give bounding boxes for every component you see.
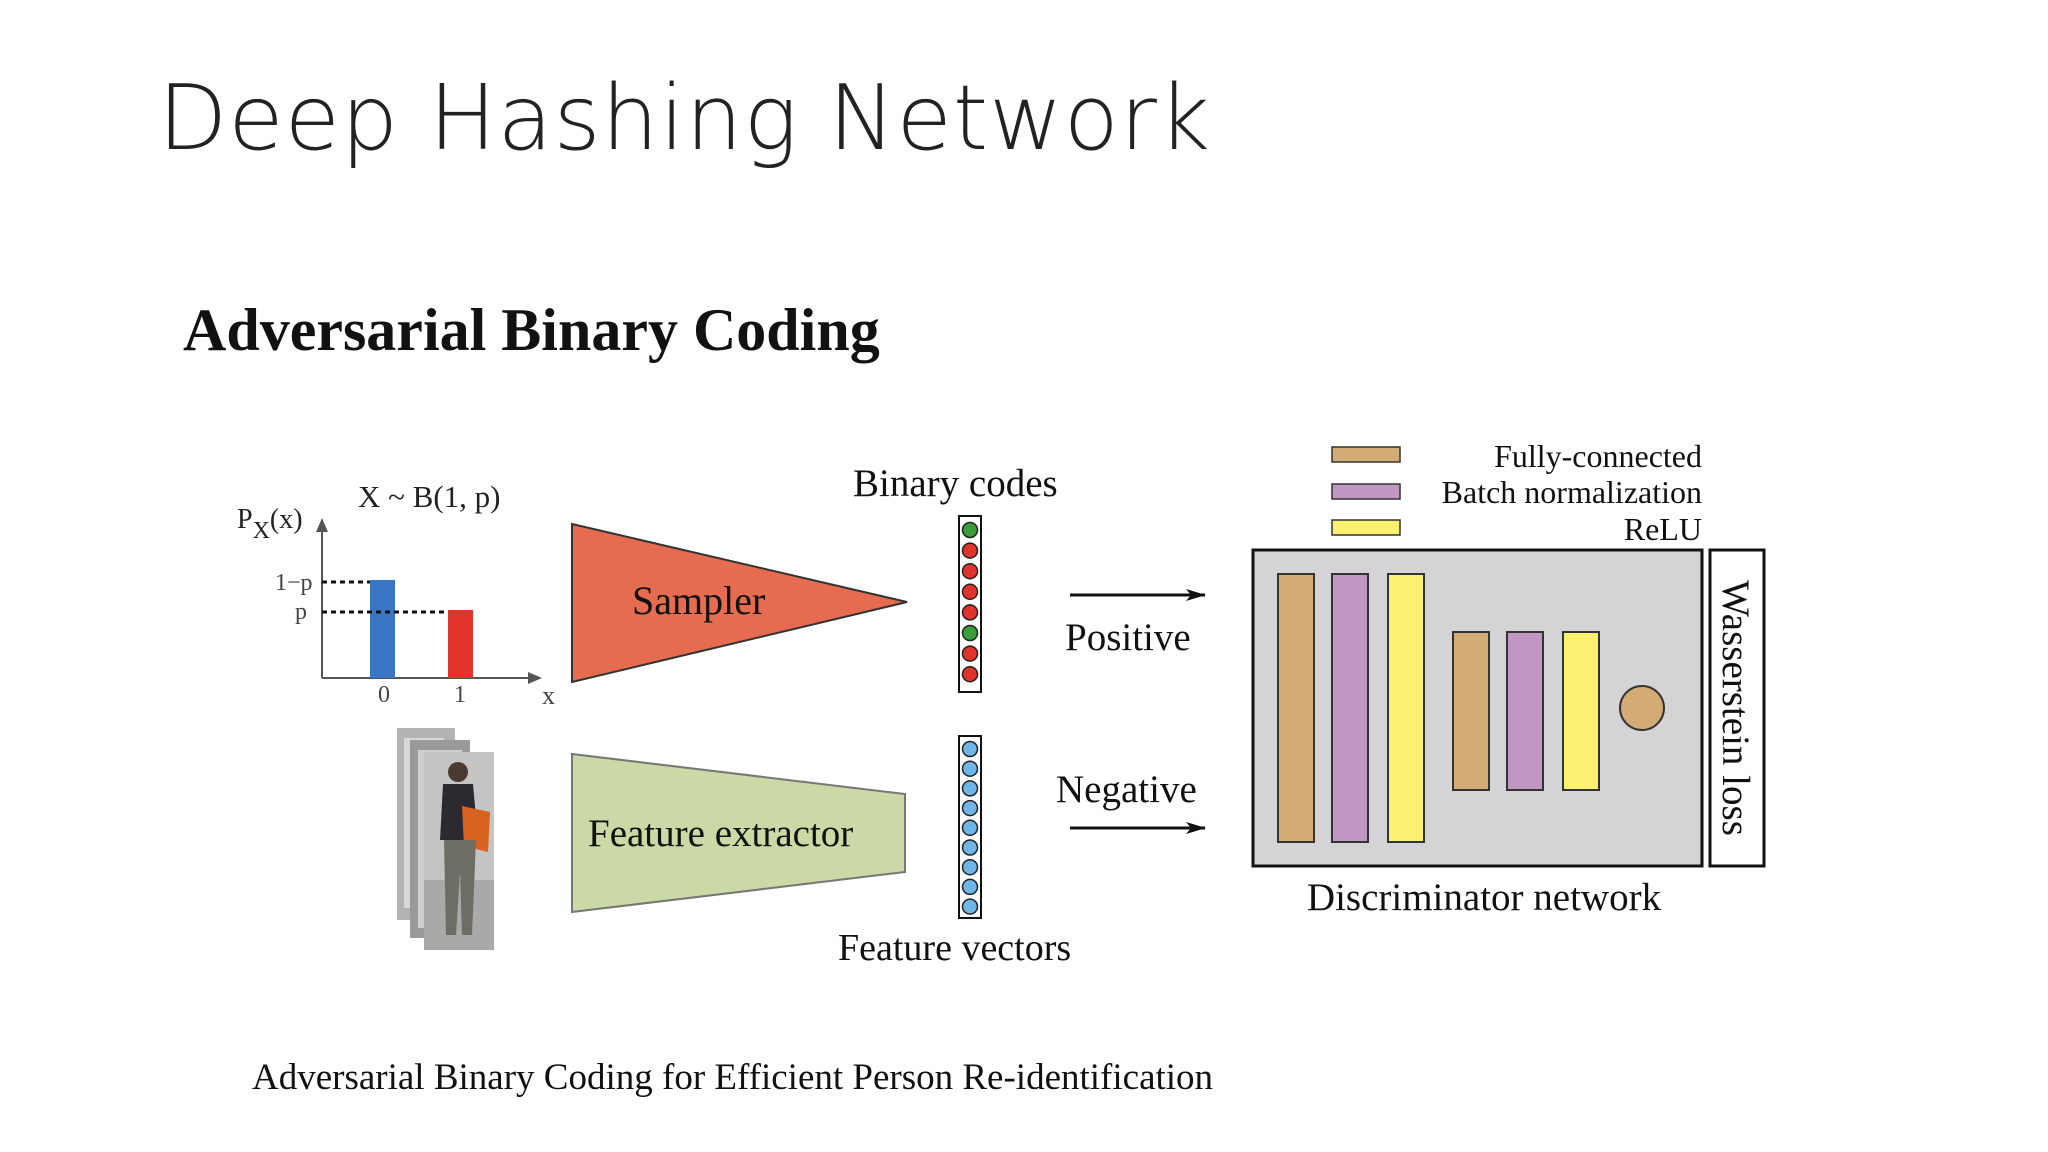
- bar-category-1: [448, 610, 473, 678]
- feature-vector-dots: [961, 740, 979, 915]
- slide-subtitle: Adversarial Binary Coding: [183, 297, 880, 363]
- legend-label-batch-normalization: Batch normalization: [1442, 474, 1702, 510]
- feature-vector-dot: [961, 799, 979, 817]
- binary-codes-label: Binary codes: [853, 462, 1058, 505]
- binary-code-dot: [961, 521, 979, 539]
- feature-vector-dot: [961, 819, 979, 837]
- negative-label: Negative: [1056, 768, 1197, 811]
- person-image-stack: [397, 728, 494, 950]
- feature-vector-dot: [961, 878, 979, 896]
- feature-vector-dot: [961, 760, 979, 777]
- y-axis-arrow-icon: [316, 518, 328, 532]
- binary-code-dots: [961, 521, 979, 683]
- discriminator-layer-fc-1: [1277, 573, 1315, 843]
- binary-code-dot: [961, 562, 979, 580]
- sampler-label: Sampler: [632, 578, 765, 623]
- feature-vector-dot: [961, 780, 979, 797]
- binary-code-dot: [961, 583, 979, 601]
- bar-category-0: [370, 580, 395, 678]
- distribution-formula: X ~ B(1, p): [358, 479, 500, 514]
- discriminator-output-node: [1619, 685, 1665, 731]
- tick-label-0: 0: [378, 682, 390, 708]
- binary-code-dot: [961, 542, 979, 559]
- binary-code-dot: [961, 645, 979, 662]
- slide-title: Deep Hashing Network: [158, 66, 1211, 171]
- layer-legend: Fully-connected Batch normalization ReLU: [1331, 438, 1702, 547]
- legend-swatch-fully-connected: [1331, 446, 1401, 463]
- person-head: [448, 762, 468, 782]
- feature-extractor-label: Feature extractor: [588, 812, 853, 855]
- tick-label-p: p: [295, 599, 307, 625]
- feature-vector-dot: [961, 839, 979, 856]
- tick-label-1mp: 1−p: [275, 570, 313, 596]
- sampler-block: [571, 522, 908, 684]
- wasserstein-loss-box: [1708, 548, 1766, 868]
- feature-vector-dot: [961, 740, 979, 758]
- y-axis-label: PX(x): [237, 504, 303, 544]
- discriminator-layer-bn-1: [1331, 573, 1369, 843]
- discriminator-layer-relu-2: [1562, 631, 1600, 791]
- legend-swatch-batch-normalization: [1331, 483, 1401, 500]
- tick-label-1: 1: [454, 682, 466, 708]
- feature-vectors-label: Feature vectors: [838, 927, 1071, 969]
- discriminator-layer-bn-2: [1506, 631, 1544, 791]
- person-image-front-floor: [424, 880, 494, 950]
- x-axis-arrow-icon: [528, 672, 542, 684]
- legend-label-relu: ReLU: [1624, 511, 1702, 547]
- discriminator-layer-relu-1: [1387, 573, 1425, 843]
- positive-label: Positive: [1065, 616, 1191, 659]
- feature-vector-dot: [961, 898, 979, 915]
- discriminator-network-label: Discriminator network: [1307, 876, 1662, 919]
- person-legs: [444, 840, 476, 935]
- binary-code-dot: [961, 624, 979, 642]
- wasserstein-loss-label: Wasserstein loss: [1714, 580, 1757, 836]
- bernoulli-distribution-plot: PX(x) X ~ B(1, p) 1−p p 0 1 x: [237, 479, 555, 710]
- legend-label-fully-connected: Fully-connected: [1494, 438, 1702, 474]
- legend-swatch-relu: [1331, 519, 1401, 536]
- binary-code-dot: [961, 604, 979, 621]
- binary-code-dot: [961, 665, 979, 683]
- paper-citation: Adversarial Binary Coding for Efficient …: [252, 1057, 1214, 1098]
- feature-extractor-block: [571, 752, 906, 914]
- feature-vector-dot: [961, 858, 979, 876]
- discriminator-layer-fc-2: [1452, 631, 1490, 791]
- x-axis-label: x: [542, 681, 555, 710]
